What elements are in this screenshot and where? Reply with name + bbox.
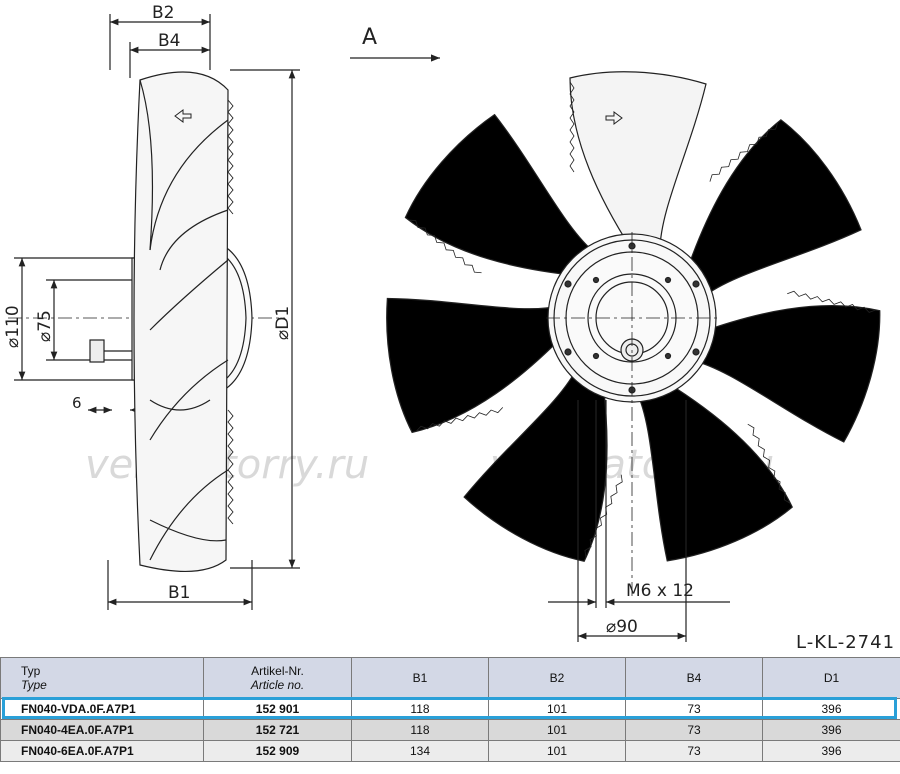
header-type: Typ Type xyxy=(0,657,204,699)
front-view xyxy=(374,71,887,642)
cell-b1: 134 xyxy=(351,740,489,762)
cell-type: FN040-4EA.0F.A7P1 xyxy=(0,719,204,741)
cell-type: FN040-6EA.0F.A7P1 xyxy=(0,740,204,762)
header-b2: B2 xyxy=(488,657,626,699)
cell-d1: 396 xyxy=(762,740,900,762)
technical-drawing: ventilatorry.ru ventilatorry.ru xyxy=(3,3,895,653)
view-a-label: A xyxy=(362,25,377,50)
dim-d90: ⌀90 xyxy=(606,617,638,637)
cell-article-no: 152 721 xyxy=(203,719,352,741)
table-header-row: Typ Type Artikel-Nr. Article no. B1 B2 B… xyxy=(0,657,900,699)
header-d1: D1 xyxy=(762,657,900,699)
cell-d1: 396 xyxy=(762,719,900,741)
cell-b1: 118 xyxy=(351,698,489,720)
cell-b4: 73 xyxy=(625,740,763,762)
header-article-no: Artikel-Nr. Article no. xyxy=(203,657,352,699)
cell-b4: 73 xyxy=(625,719,763,741)
table-row[interactable]: FN040-VDA.0F.A7P1 152 901 118 101 73 396 xyxy=(0,698,900,720)
dim-6: 6 xyxy=(72,394,82,412)
cell-b2: 101 xyxy=(488,698,626,720)
header-b1: B1 xyxy=(351,657,489,699)
dim-b1: B1 xyxy=(168,583,190,603)
cell-b4: 73 xyxy=(625,698,763,720)
dim-d1: ⌀D1 xyxy=(273,306,293,340)
dim-b4: B4 xyxy=(158,31,180,51)
drawing-code: L-KL-2741 xyxy=(796,632,895,653)
header-b4: B4 xyxy=(625,657,763,699)
cell-d1: 396 xyxy=(762,698,900,720)
dim-m6: M6 x 12 xyxy=(626,581,694,601)
dim-d110: ⌀110 xyxy=(3,305,23,348)
watermark-left: ventilatorry.ru xyxy=(85,442,369,488)
cell-type: FN040-VDA.0F.A7P1 xyxy=(0,698,204,720)
side-view xyxy=(8,14,300,610)
spec-table: Typ Type Artikel-Nr. Article no. B1 B2 B… xyxy=(0,657,900,762)
table-row[interactable]: FN040-6EA.0F.A7P1 152 909 134 101 73 396 xyxy=(0,740,900,762)
cell-b1: 118 xyxy=(351,719,489,741)
dim-b2: B2 xyxy=(152,3,174,23)
table-row[interactable]: FN040-4EA.0F.A7P1 152 721 118 101 73 396 xyxy=(0,719,900,741)
cell-b2: 101 xyxy=(488,740,626,762)
cell-b2: 101 xyxy=(488,719,626,741)
cell-article-no: 152 901 xyxy=(203,698,352,720)
cell-article-no: 152 909 xyxy=(203,740,352,762)
dim-d75: ⌀75 xyxy=(35,310,55,342)
